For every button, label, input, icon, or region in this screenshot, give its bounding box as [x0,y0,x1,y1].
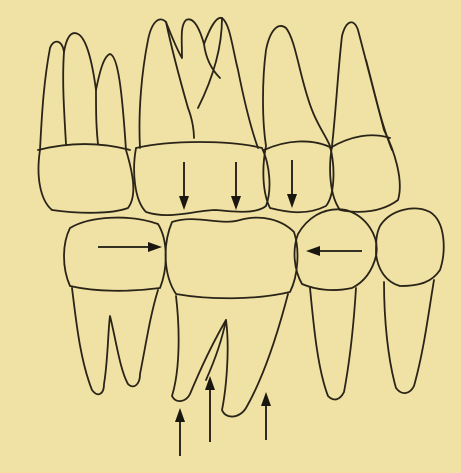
upper-first-molar-outline [39,33,134,213]
upper-first-molar-root-line-2 [96,90,98,144]
upper-canine-outline [330,22,400,212]
upper-first-molar [38,33,133,213]
upper-first-premolar-outline [263,26,333,212]
upper-down-arrow-3 [287,160,297,208]
lower-second-premolar-crown [64,218,166,291]
lower-first-molar-roots [172,294,288,417]
lower-canine-root [384,280,434,393]
lower-first-premolar-crown [295,209,377,290]
lower-first-premolar [295,209,377,399]
upper-canine-cej [330,135,390,148]
lower-first-premolar-root [310,288,356,399]
upper-first-molar-cej [38,144,130,150]
lower-canine-crown [376,208,444,286]
upper-first-molar-root-line [63,52,66,144]
upper-center-tooth-crown [134,142,269,215]
upper-down-arrow-2 [231,162,241,210]
root-up-arrow-1 [175,408,185,456]
upper-center-tooth-roots [139,18,258,148]
upper-down-arrow-1 [179,162,189,210]
lower-left-arrow [306,246,362,256]
upper-second-premolar-crown [134,18,269,215]
upper-first-premolar-cej [264,141,332,150]
lower-canine [376,208,444,393]
upper-canine [330,22,400,212]
lower-right-arrow [98,242,162,252]
lower-first-molar-crown [166,218,298,299]
upper-first-premolar [263,26,333,212]
lower-second-premolar-root [72,288,158,394]
root-up-arrow-3 [261,392,271,440]
lower-first-molar [166,218,298,417]
upper-center-tooth-fork [166,22,194,138]
root-up-arrow-2 [205,376,215,442]
